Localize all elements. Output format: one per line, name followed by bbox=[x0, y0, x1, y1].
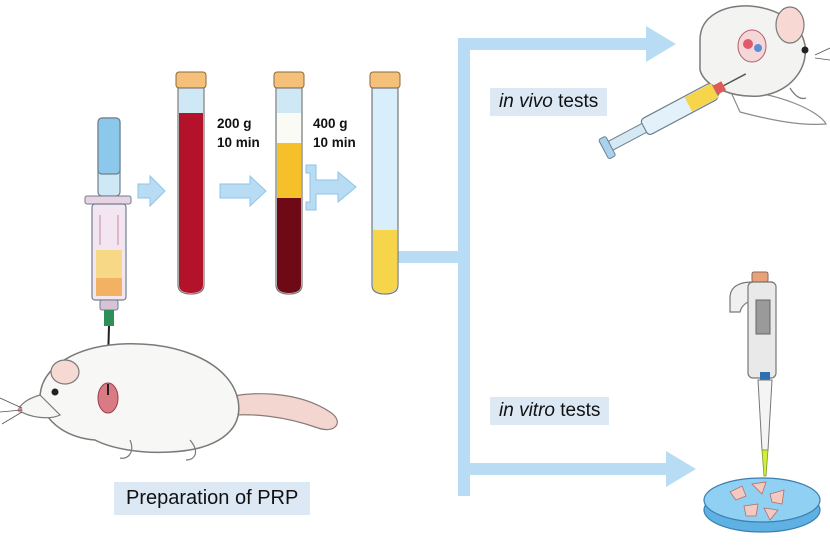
rat-illustration bbox=[0, 343, 338, 461]
centrifuge-step2-time: 10 min bbox=[313, 135, 356, 150]
centrifuge-step1-label: 200 g 10 min bbox=[217, 114, 260, 152]
in-vitro-rest: tests bbox=[554, 400, 601, 421]
test-tube-whole-blood bbox=[175, 71, 207, 295]
arrow-tube2-to-tube3 bbox=[305, 164, 357, 211]
syringe-in-vivo bbox=[598, 73, 747, 159]
in-vivo-italic: in vivo bbox=[499, 91, 553, 112]
centrifuge-step1-time: 10 min bbox=[217, 135, 260, 150]
arrow-to-in-vitro bbox=[666, 451, 696, 487]
mouse-illustration bbox=[699, 5, 830, 125]
test-tube-prp bbox=[369, 71, 401, 295]
in-vitro-label: in vitro tests bbox=[490, 397, 610, 425]
arrow-tube1-to-tube2 bbox=[219, 174, 267, 208]
test-tube-separated bbox=[273, 71, 305, 295]
petri-dish bbox=[703, 477, 821, 533]
preparation-label: Preparation of PRP bbox=[114, 482, 311, 515]
in-vitro-italic: in vitro bbox=[499, 400, 555, 421]
centrifuge-step2-force: 400 g bbox=[313, 116, 348, 131]
in-vivo-label: in vivo tests bbox=[490, 88, 608, 116]
centrifuge-step1-force: 200 g bbox=[217, 116, 252, 131]
arrow-syringe-to-tube1 bbox=[137, 174, 166, 208]
branch-arrows bbox=[398, 26, 696, 496]
centrifuge-step2-label: 400 g 10 min bbox=[313, 114, 356, 152]
flow-arrows bbox=[137, 164, 357, 211]
in-vivo-rest: tests bbox=[552, 91, 599, 112]
pipette-illustration bbox=[729, 271, 777, 477]
arrow-to-in-vivo bbox=[646, 26, 676, 62]
syringe-illustration bbox=[84, 117, 132, 396]
